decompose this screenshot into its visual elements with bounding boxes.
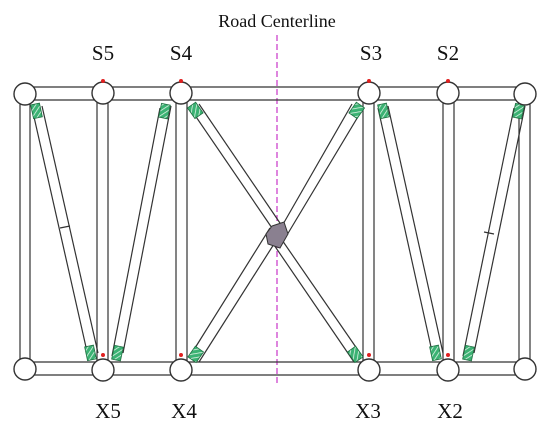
center-plate [265, 221, 289, 249]
label-x5: X5 [95, 399, 121, 423]
label-x4: X4 [171, 399, 197, 423]
centerline-label: Road Centerline [218, 11, 335, 31]
joint-nodes [13, 81, 537, 382]
vertical-members [19, 100, 531, 362]
label-x3: X3 [355, 399, 381, 423]
label-s5: S5 [92, 41, 114, 65]
gusset-plates [30, 101, 525, 364]
red-markers [101, 79, 450, 357]
label-x2: X2 [437, 399, 463, 423]
label-s4: S4 [170, 41, 193, 65]
diagonal-braces [31, 103, 526, 363]
label-s3: S3 [360, 41, 382, 65]
label-s2: S2 [437, 41, 459, 65]
